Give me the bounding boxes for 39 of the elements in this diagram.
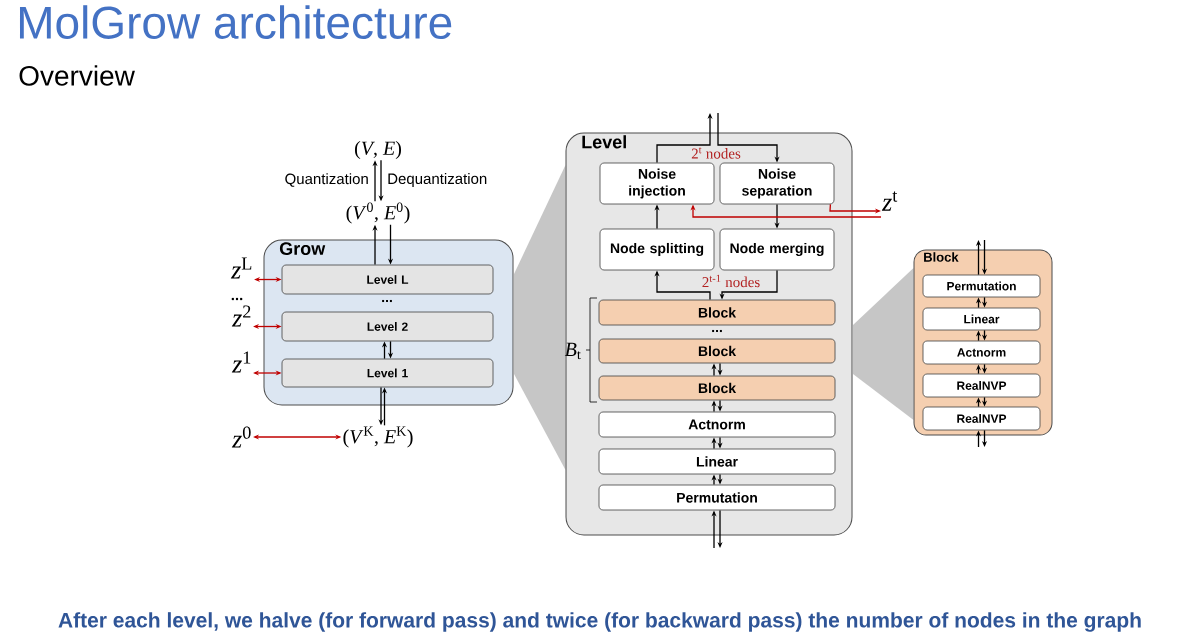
layer-box: Node merging <box>719 228 835 271</box>
layer-box: Block <box>598 299 836 326</box>
graph-formula: (V$^{K}$, E$^{K}$) <box>343 426 413 448</box>
layer-box: Block <box>598 375 836 401</box>
level-box: Level 2 <box>281 311 494 342</box>
subtitle: Overview <box>19 65 135 86</box>
zoom-wedge <box>853 268 914 420</box>
bracket-label: B$_{t}$ <box>564 342 581 360</box>
layer-box: Block <box>598 338 836 364</box>
layer-box: Noise injection <box>599 162 715 205</box>
layer-box: Linear <box>922 307 1041 331</box>
latent-variable: z$^{t}$ <box>881 191 898 211</box>
latent-variable: z$^{2}$ <box>231 305 251 327</box>
layer-box: Node splitting <box>599 228 715 271</box>
level-box: Level 1 <box>281 358 494 388</box>
graph-formula: (V, E) <box>355 140 401 160</box>
layer-box: Noise separation <box>719 162 835 205</box>
ellipsis: ... <box>231 297 243 301</box>
layer-box: Linear <box>598 448 836 475</box>
level-box: Level L <box>281 264 494 295</box>
ellipsis: ... <box>382 299 392 303</box>
edge-label: Quantization <box>283 172 370 188</box>
edge-label: Dequantization <box>386 172 489 188</box>
layer-box: Permutation <box>598 484 836 511</box>
latent-variable: z$^{1}$ <box>231 351 251 373</box>
layer-box: Actnorm <box>922 340 1041 365</box>
ellipsis: ... <box>712 329 722 333</box>
layer-box: RealNVP <box>922 373 1041 398</box>
count-label: 2$^{t}$ nodes <box>691 147 741 159</box>
title: MolGrow architecture <box>20 5 452 39</box>
latent-variable: z$^{L}$ <box>230 257 252 279</box>
zoom-wedge <box>514 165 566 470</box>
layer-box: Actnorm <box>598 411 836 438</box>
latent-variable: z$^{0}$ <box>231 426 251 448</box>
layer-box: Permutation <box>922 274 1041 298</box>
graph-formula: (V$^{0}$, E$^{0}$) <box>346 202 410 224</box>
count-label: 2$^{t-1}$ nodes <box>702 274 760 288</box>
caption: After each level, we halve (for forward pass) and twice (for backward pass) the number of nodes in the graph <box>58 612 1141 632</box>
layer-box: RealNVP <box>922 406 1041 431</box>
